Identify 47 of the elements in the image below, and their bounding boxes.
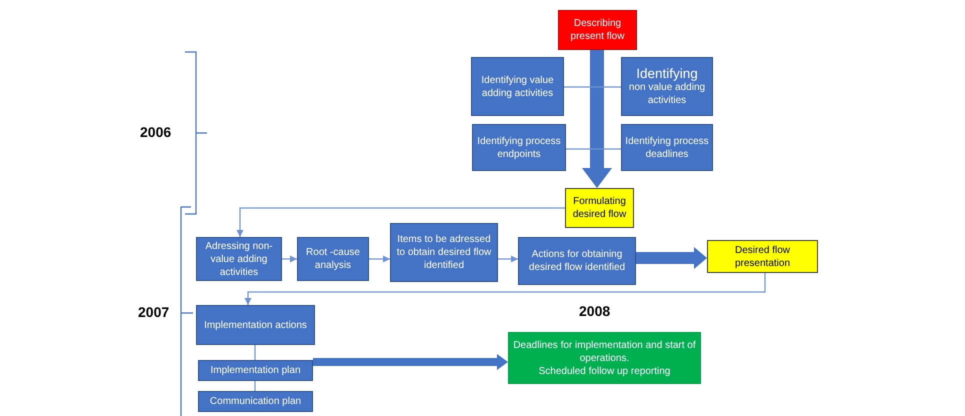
year-label: 2007 bbox=[138, 304, 170, 321]
year-label: 2008 bbox=[579, 303, 610, 320]
box-label: Implementation plan bbox=[210, 364, 301, 377]
process-box bbox=[198, 360, 313, 381]
box-label: Adressing non-value adding activities bbox=[204, 240, 274, 278]
process-box bbox=[565, 188, 634, 228]
box-label: Deadlines for implementation and start of operations. bbox=[512, 338, 697, 364]
block-arrow bbox=[636, 247, 707, 269]
process-box bbox=[297, 237, 369, 281]
year-label: 2006 bbox=[140, 124, 172, 141]
box-label: Describing present flow bbox=[570, 17, 626, 43]
box-label: Communication plan bbox=[210, 395, 302, 408]
process-box bbox=[508, 332, 701, 384]
box-label: Items to be adressed to obtain desired flow identified bbox=[396, 233, 492, 272]
box-label: Identifying value adding activities bbox=[480, 74, 555, 100]
box-label: Implementation actions bbox=[204, 318, 307, 332]
process-box bbox=[621, 124, 713, 171]
box-label: non value adding activities bbox=[628, 81, 706, 107]
arrow bbox=[282, 255, 297, 263]
box-label: Root -cause analysis bbox=[305, 246, 361, 272]
box-label: Identifying process deadlines bbox=[625, 134, 709, 160]
arrow bbox=[369, 255, 390, 263]
connector-line bbox=[566, 148, 621, 150]
process-box bbox=[390, 223, 498, 282]
process-box bbox=[196, 237, 282, 281]
block-arrow bbox=[582, 50, 612, 188]
process-box bbox=[518, 237, 636, 285]
connector-line bbox=[254, 381, 256, 391]
process-box bbox=[621, 57, 713, 116]
process-box bbox=[472, 124, 566, 171]
box-heading: Identifying bbox=[636, 66, 698, 81]
box-label: Scheduled follow up reporting bbox=[538, 364, 670, 378]
box-label: Formulating desired flow bbox=[572, 195, 628, 221]
process-box bbox=[471, 57, 564, 116]
connector-line bbox=[564, 86, 621, 88]
process-box bbox=[558, 10, 637, 50]
arrow bbox=[236, 207, 565, 237]
process-box bbox=[198, 391, 313, 412]
process-box bbox=[196, 305, 315, 345]
connector-line bbox=[254, 345, 256, 360]
block-arrow bbox=[313, 354, 508, 370]
box-label: Actions for obtaining desired flow identified bbox=[528, 248, 626, 274]
process-box bbox=[707, 240, 818, 273]
arrow bbox=[498, 255, 518, 263]
arrow bbox=[244, 273, 766, 305]
box-label: Identifying process endpoints bbox=[476, 134, 562, 160]
box-label: Desired flow presentation bbox=[734, 244, 792, 270]
